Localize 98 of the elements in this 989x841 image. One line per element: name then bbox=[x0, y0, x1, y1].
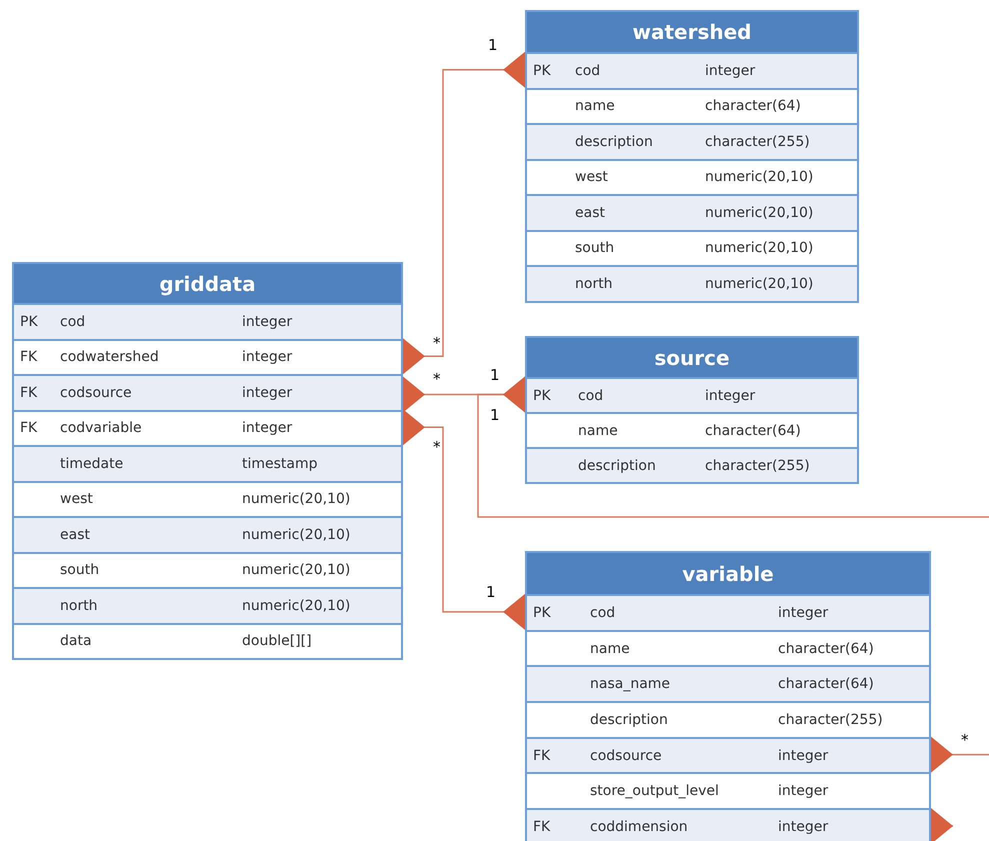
column-type: character(255) bbox=[778, 712, 883, 727]
column-type: double[][] bbox=[242, 634, 312, 648]
relationship-line bbox=[403, 52, 525, 374]
column-name: cod bbox=[578, 388, 604, 402]
column-type: numeric(20,10) bbox=[705, 206, 814, 220]
column-name: codwatershed bbox=[60, 350, 159, 364]
column-name: north bbox=[60, 598, 98, 613]
column-type: character(64) bbox=[705, 99, 801, 114]
table-row bbox=[14, 516, 401, 552]
column-type: integer bbox=[242, 421, 292, 436]
column-name: west bbox=[575, 170, 608, 184]
table-row bbox=[14, 445, 401, 480]
column-type: character(255) bbox=[705, 458, 810, 472]
column-name: description bbox=[590, 712, 668, 727]
cardinality-label: 1 bbox=[490, 368, 500, 383]
key-label: FK bbox=[20, 386, 38, 400]
table-row bbox=[527, 736, 929, 772]
relationship-line bbox=[931, 808, 953, 841]
column-type: integer bbox=[778, 606, 828, 620]
column-name: east bbox=[575, 206, 605, 220]
table-row bbox=[527, 447, 857, 482]
table-title: source bbox=[654, 344, 730, 372]
column-type: integer bbox=[778, 820, 828, 834]
key-label: FK bbox=[20, 350, 38, 364]
table-title: variable bbox=[682, 560, 774, 588]
table-row bbox=[527, 194, 857, 230]
table-row bbox=[527, 594, 929, 630]
column-name: south bbox=[60, 563, 100, 578]
relationship-line bbox=[477, 376, 989, 773]
column-name: name bbox=[575, 99, 615, 114]
key-label: FK bbox=[533, 820, 550, 834]
table-row bbox=[14, 374, 401, 410]
relationship-line bbox=[403, 409, 525, 630]
table-row bbox=[527, 265, 857, 300]
column-type: integer bbox=[242, 350, 292, 364]
column-name: coddimension bbox=[590, 820, 688, 834]
column-type: numeric(20,10) bbox=[242, 492, 350, 506]
table-row bbox=[527, 808, 929, 841]
column-name: cod bbox=[60, 314, 86, 329]
key-label: FK bbox=[20, 421, 38, 436]
column-name: west bbox=[60, 492, 93, 506]
column-type: integer bbox=[705, 64, 756, 78]
column-type: numeric(20,10) bbox=[705, 170, 814, 184]
column-name: east bbox=[60, 528, 90, 542]
column-type: numeric(20,10) bbox=[242, 528, 350, 542]
table-title: watershed bbox=[632, 19, 752, 46]
column-name: description bbox=[578, 458, 656, 472]
column-name: name bbox=[590, 642, 630, 656]
cardinality-label: * bbox=[433, 372, 440, 387]
key-label: FK bbox=[533, 748, 550, 763]
entity-table bbox=[525, 336, 859, 484]
column-type: character(64) bbox=[705, 424, 801, 438]
key-label: PK bbox=[20, 314, 38, 329]
key-label: PK bbox=[533, 388, 551, 402]
key-label: PK bbox=[533, 64, 551, 78]
column-name: store_output_level bbox=[590, 784, 719, 798]
column-name: cod bbox=[575, 64, 600, 78]
column-name: description bbox=[575, 134, 653, 149]
entity-table bbox=[525, 551, 931, 841]
column-type: integer bbox=[705, 388, 756, 402]
table-title: griddata bbox=[159, 270, 256, 298]
column-type: numeric(20,10) bbox=[242, 598, 350, 613]
column-type: timestamp bbox=[242, 456, 318, 471]
cardinality-label: 1 bbox=[490, 408, 500, 423]
entity-table bbox=[525, 10, 859, 302]
key-label: PK bbox=[533, 606, 551, 620]
column-name: name bbox=[578, 424, 618, 438]
column-type: integer bbox=[242, 386, 292, 400]
column-type: character(64) bbox=[778, 642, 874, 656]
column-type: character(255) bbox=[705, 134, 810, 149]
column-name: north bbox=[575, 276, 613, 291]
column-name: cod bbox=[590, 606, 616, 620]
cardinality-label: 1 bbox=[486, 585, 496, 600]
table-row bbox=[527, 665, 929, 702]
table-row bbox=[527, 52, 857, 88]
column-name: codsource bbox=[60, 386, 132, 400]
column-type: numeric(20,10) bbox=[705, 241, 814, 256]
cardinality-label: * bbox=[433, 336, 440, 351]
column-name: codsource bbox=[590, 748, 662, 763]
cardinality-label: * bbox=[433, 440, 440, 455]
column-type: integer bbox=[242, 314, 292, 329]
column-type: numeric(20,10) bbox=[705, 276, 814, 291]
entity-table bbox=[12, 262, 403, 660]
column-type: character(64) bbox=[778, 677, 874, 692]
table-row bbox=[527, 123, 857, 158]
column-name: nasa_name bbox=[590, 677, 670, 692]
column-name: timedate bbox=[60, 456, 124, 471]
cardinality-label: 1 bbox=[488, 38, 498, 53]
column-type: integer bbox=[778, 748, 828, 763]
column-type: numeric(20,10) bbox=[242, 563, 350, 578]
column-type: integer bbox=[778, 784, 828, 798]
column-name: codvariable bbox=[60, 421, 142, 436]
cardinality-label: * bbox=[961, 733, 968, 748]
column-name: south bbox=[575, 241, 614, 256]
column-name: data bbox=[60, 634, 92, 648]
table-row bbox=[14, 303, 401, 338]
table-row bbox=[527, 377, 857, 412]
table-row bbox=[14, 587, 401, 622]
